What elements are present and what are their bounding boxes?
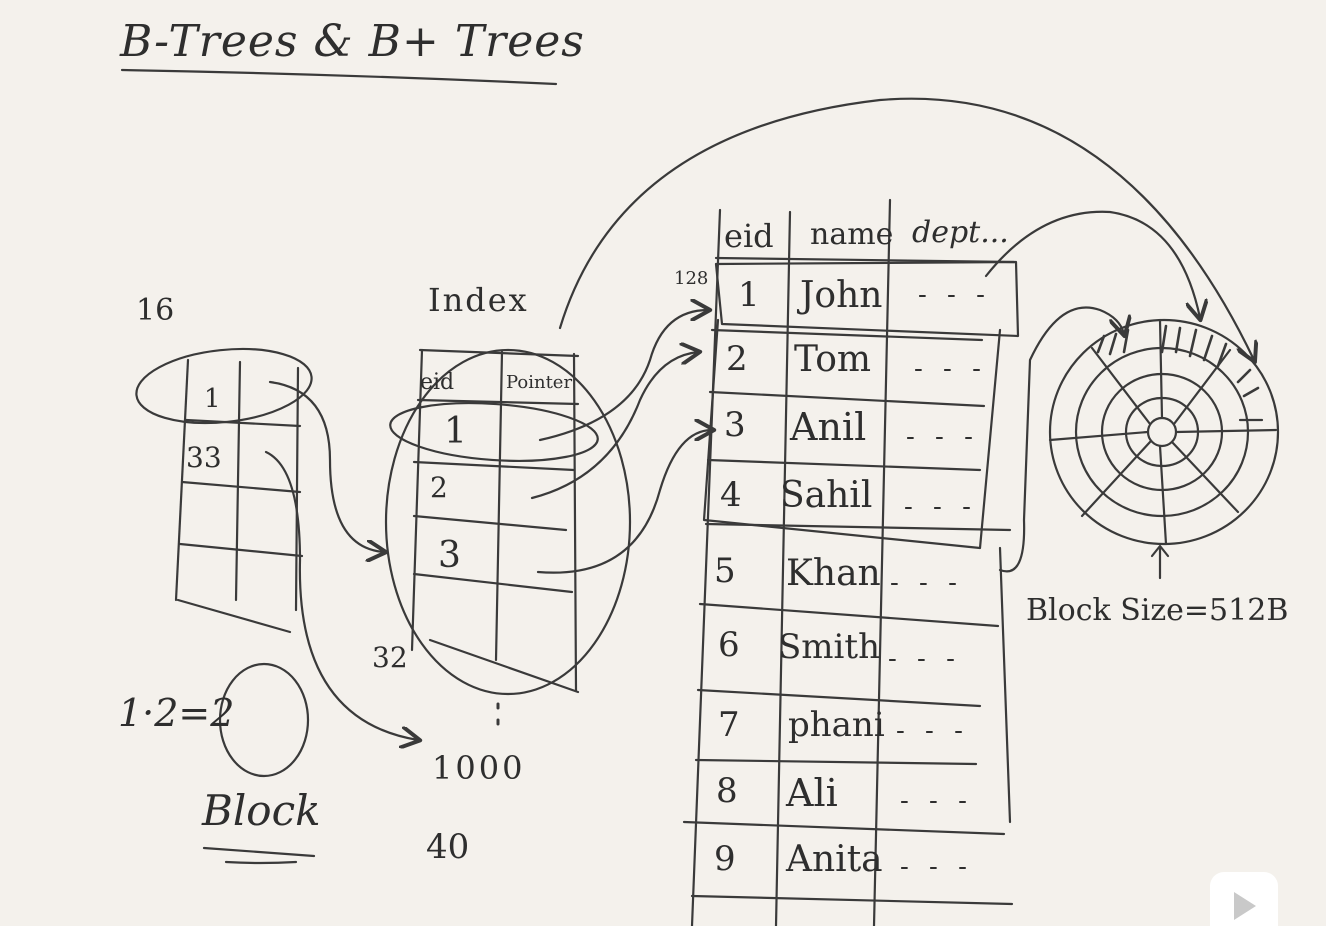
index-lasso [384,348,632,696]
title-underline [120,68,558,86]
block-group-bracket [702,318,1002,550]
equation-circle [218,662,310,778]
row-eid: 7 [718,705,740,745]
row-name: Anil [790,405,867,449]
employee-grid [682,198,1016,926]
page-title: B-Trees & B+ Trees [120,16,585,67]
block-1-to-disk-arrow [984,210,1200,318]
row-eid: 6 [718,625,740,665]
disk-sector-hatch [1096,324,1260,398]
pointer-3-arrow [536,430,712,574]
row-dept: - - - [906,422,979,452]
block-underline [202,846,316,858]
block-label: Block [202,786,321,835]
table-offset: 128 [674,268,709,289]
arrow-33-to-1000 [264,450,418,740]
row-dept: - - - [900,786,973,816]
disk-pointer-arrow [1150,544,1170,580]
table-header-eid: eid [724,217,774,255]
index-count: 40 [426,827,470,867]
row-name: phani [788,705,885,745]
row-name: John [800,275,883,316]
index-to-disk-arc [558,97,1254,360]
block-underline-2 [224,860,298,865]
index-header-pointer: Pointer [506,372,573,393]
block-size-label: Block Size=512B [1026,593,1289,628]
index-label: Index [428,281,529,319]
block-2-to-disk-arrow [998,306,1124,573]
row-eid: 2 [726,339,748,379]
index-row-3: 3 [438,535,461,576]
row-eid: 1 [738,275,760,315]
row-eid: 4 [720,475,742,515]
index-header-eid: eid [420,370,455,395]
left-block-highlight [135,347,313,425]
row-dept: - - - [896,716,969,746]
row-name: Sahil [780,475,873,516]
play-icon [1210,872,1278,926]
row-name: Khan [786,553,881,594]
row-dept: - - - [900,852,973,882]
index-grid [410,348,580,694]
left-value-1: 1 [204,384,221,414]
left-last-value: 32 [372,641,408,674]
index-bottom-value: 1000 [432,749,526,787]
left-value-33: 33 [186,441,222,474]
index-row-highlight [389,402,599,462]
row-eid: 9 [714,839,736,879]
block-equation: 1·2=2 [118,691,235,735]
row-eid: 3 [724,405,746,445]
row-dept: - - - [890,568,963,598]
index-row-2: 2 [430,471,448,504]
block-2-bracket [998,546,1012,824]
row-name: Tom [794,339,872,380]
left-block-grid [174,358,304,634]
row-eid: 8 [716,771,738,811]
row-name: Smith [778,627,880,667]
row-dept: - - - [914,354,987,384]
row-eid: 5 [714,551,736,591]
pointer-2-arrow [530,352,698,500]
row-dept: - - - [904,492,977,522]
block-1-bracket [714,260,1020,338]
pointer-1-arrow [538,310,708,442]
arrow-1-to-index [268,380,384,552]
table-header-name: name [810,217,894,252]
row-dept: - - - [888,644,961,674]
index-row-1: 1 [444,411,467,452]
disk-drawing [1048,318,1280,546]
row-name: Anita [786,839,883,880]
row-name: Ali [786,771,838,815]
left-count: 16 [136,293,175,328]
table-header-dept: dept... [912,215,1009,250]
row-dept: - - - [918,280,991,310]
